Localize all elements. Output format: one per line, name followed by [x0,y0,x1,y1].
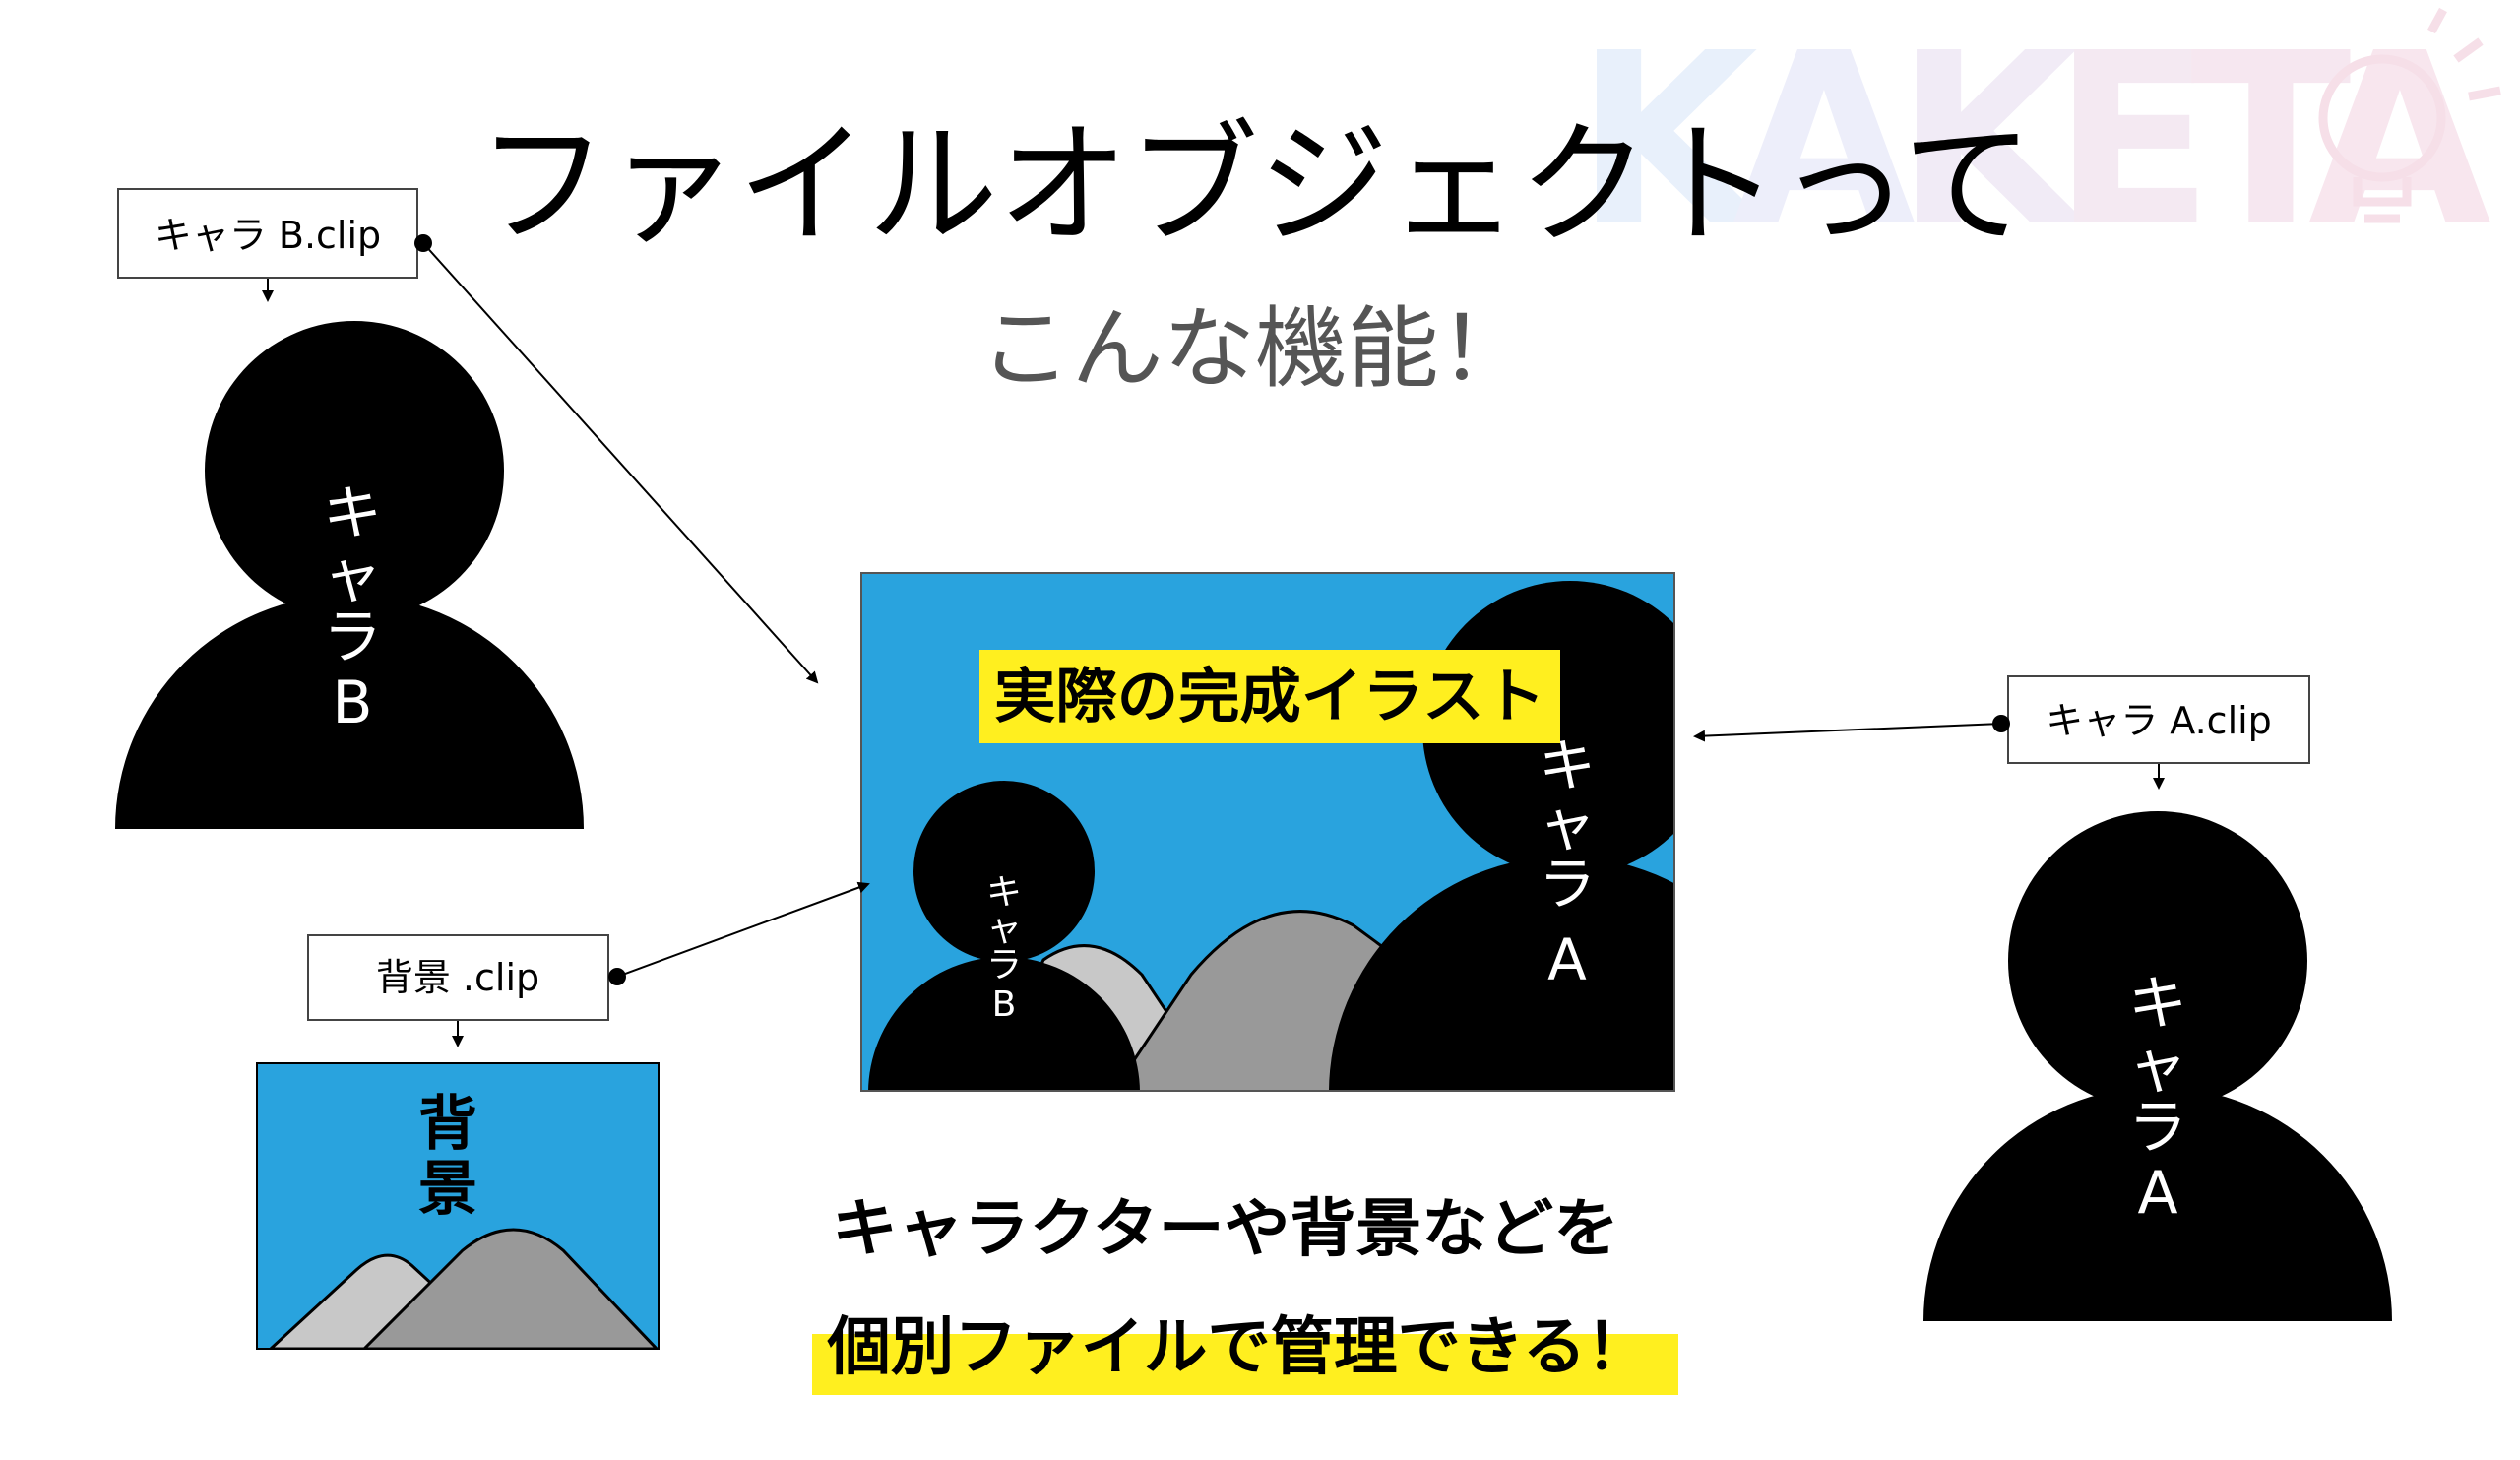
chara-b-body [115,595,584,829]
composite-chara-a-char-4: A [1547,926,1587,993]
composite-chara-b-char-3: ラ [986,945,1022,985]
composite-chara-a-body [1329,857,1674,1091]
composite-illustration: キ ャ ラ B キ ャ ラ A 実際の完成イラスト [860,572,1675,1092]
composite-chara-a-char-1: キ [1539,732,1596,799]
chara-b-file: キャラ B.clip [117,188,418,279]
background-file-label: 背景 .clip [376,956,539,999]
composite-label: 実際の完成イラスト [994,663,1545,731]
composite-chara-b-char-1: キ [986,872,1022,913]
caption-line-2: 個別ファイルで管理できる！ [826,1311,1649,1384]
connector-chara-b [414,234,819,684]
watermark-letter-k1: K [1575,2,1766,278]
title-sub: こんな機能！ [979,297,1531,401]
connector-background [608,881,870,985]
chara-b-char-2: ャ [323,542,382,611]
lightbulb-icon [2318,7,2501,223]
chara-b-file-label: キャラ B.clip [155,214,381,257]
chara-a-char-4: A [2137,1159,2177,1228]
background-char-1: 背 [418,1090,477,1159]
chara-b-char-4: B [332,668,372,737]
chara-b-head [205,321,504,620]
watermark-letter-e: E [2052,2,2214,278]
background-file: 背景 .clip [307,934,609,1021]
chara-a-char-3: ラ [2128,1094,2187,1163]
chara-a-head [2008,811,2307,1111]
chara-a-body [1923,1087,2392,1321]
chara-b-char-3: ラ [323,603,382,672]
chara-b-silhouette: キ ャ ラ B [115,321,584,829]
composite-chara-b-head [914,781,1095,962]
watermark-letter-a1: A [1732,2,1916,278]
chara-b-char-1: キ [323,479,382,548]
composite-chara-b-char-2: ャ [986,909,1022,949]
background-mountain-dark [361,1228,659,1349]
caption-line-1: キャラクターや背景などを [832,1193,1619,1266]
background-char-2: 景 [418,1155,477,1224]
composite-chara-b-char-4: B [992,984,1017,1025]
connector-chara-a [1693,715,2010,742]
composite-chara-a-char-2: ャ [1539,792,1596,858]
composite-chara-b-body [868,957,1140,1091]
title-main: ファイルオブジェクトって [477,108,2033,264]
composite-chara-a-char-3: ラ [1539,851,1596,918]
chara-a-char-2: ャ [2128,1033,2187,1102]
chara-a-file-box [2007,675,2310,764]
background-thumbnail: 背 景 [256,1062,660,1350]
watermark-letter-a2: A [2308,2,2491,278]
chara-a-file-label: キャラ A.clip [2046,699,2272,742]
chara-a-silhouette: キ ャ ラ A [1923,811,2392,1321]
caption-highlight [812,1334,1678,1395]
background-file-box [307,934,609,1021]
composite-label-highlight [979,650,1560,743]
chara-a-file: キャラ A.clip [2007,675,2310,764]
chara-b-file-box [117,188,418,279]
watermark-letter-k2: K [1895,2,2086,278]
chara-a-char-1: キ [2128,970,2187,1039]
kaketa-watermark-logo: K A K E T A [1575,2,2501,278]
